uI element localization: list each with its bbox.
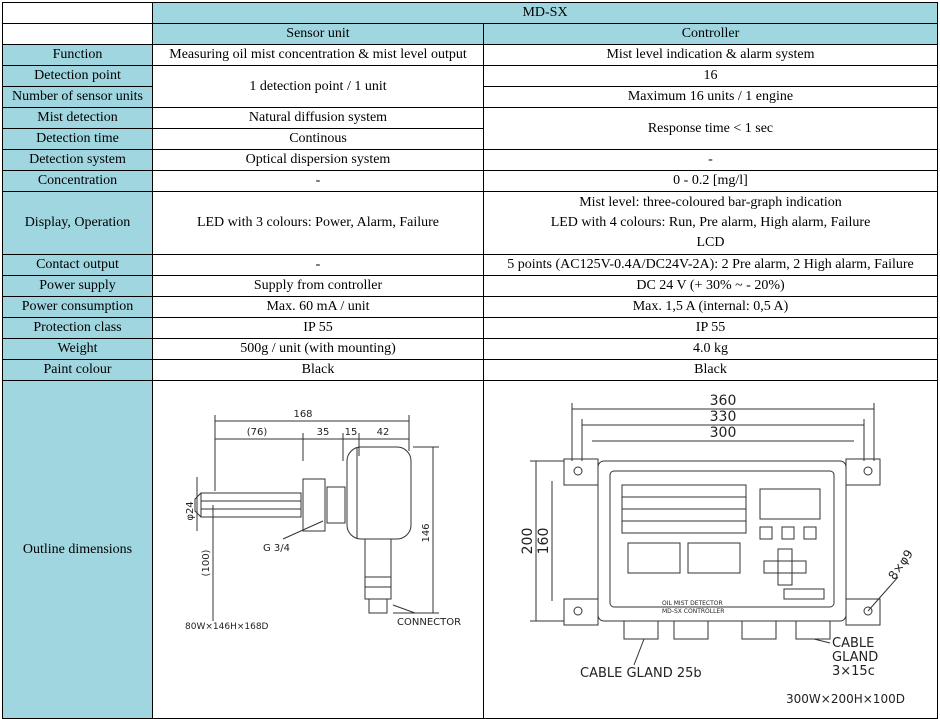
- row-label-detection-time: Detection time: [2, 128, 153, 150]
- cable-gland-right-3: 3×15c: [832, 664, 875, 679]
- row-label-contact-output: Contact output: [2, 254, 153, 276]
- column-header-sensor: Sensor unit: [152, 23, 484, 45]
- holes-label: 8×φ9: [885, 547, 916, 582]
- row-label-power-consumption: Power consumption: [2, 296, 153, 318]
- row-label-weight: Weight: [2, 338, 153, 360]
- dim-168: 168: [293, 409, 312, 420]
- cell-detection-point-controller: 16: [483, 65, 938, 87]
- cell-num-sensor-units-controller: Maximum 16 units / 1 engine: [483, 86, 938, 108]
- cell-detection-point-sensor: 1 detection point / 1 unit: [152, 65, 484, 108]
- cell-contact-output-sensor: -: [152, 254, 484, 276]
- controller-outline-drawing: 360 330 300 200 160 8×φ9 CABLE GLAND 3×1…: [520, 393, 916, 706]
- column-header-controller: Controller: [483, 23, 938, 45]
- dim-76: (76): [247, 427, 268, 438]
- row-label-paint-colour: Paint colour: [2, 359, 153, 381]
- cell-detection-system-sensor: Optical dispersion system: [152, 149, 484, 171]
- display-line-bargraph: Mist level: three-coloured bar-graph ind…: [579, 195, 842, 210]
- display-line-led: LED with 4 colours: Run, Pre alarm, High…: [550, 215, 871, 230]
- cable-gland-right-1: CABLE: [832, 636, 874, 651]
- cell-mist-detection-sensor: Natural diffusion system: [152, 107, 484, 129]
- row-label-function: Function: [2, 44, 153, 66]
- cable-gland-right-2: GLAND: [832, 650, 878, 665]
- cell-display-controller: Mist level: three-coloured bar-graph ind…: [483, 191, 938, 255]
- product-title: MD-SX: [152, 2, 938, 24]
- sensor-outline-drawing: 168 (76) 35 15 42 φ24 (100) 146 G 3/4 CO…: [185, 409, 461, 632]
- dim-160: 160: [536, 528, 552, 555]
- dim-phi24: φ24: [185, 501, 196, 520]
- cell-protection-class-controller: IP 55: [483, 317, 938, 339]
- cell-power-supply-controller: DC 24 V (+ 30% ~ - 20%): [483, 275, 938, 297]
- corner-cell: [2, 2, 153, 24]
- corner-cell-2: [2, 23, 153, 45]
- sensor-size-note: 80W×146H×168D: [185, 622, 269, 632]
- cell-power-supply-sensor: Supply from controller: [152, 275, 484, 297]
- row-label-concentration: Concentration: [2, 170, 153, 192]
- cell-paint-colour-sensor: Black: [152, 359, 484, 381]
- cell-function-controller: Mist level indication & alarm system: [483, 44, 938, 66]
- dim-300: 300: [710, 425, 737, 441]
- row-label-outline: Outline dimensions: [2, 380, 153, 719]
- row-label-detection-point: Detection point: [2, 65, 153, 87]
- row-label-power-supply: Power supply: [2, 275, 153, 297]
- controller-size-note: 300W×200H×100D: [786, 692, 905, 706]
- cell-display-sensor: LED with 3 colours: Power, Alarm, Failur…: [152, 191, 484, 255]
- row-label-protection-class: Protection class: [2, 317, 153, 339]
- dim-100: (100): [201, 549, 212, 576]
- cell-paint-colour-controller: Black: [483, 359, 938, 381]
- cell-weight-controller: 4.0 kg: [483, 338, 938, 360]
- cell-outline-controller: 360 330 300 200 160 8×φ9 CABLE GLAND 3×1…: [483, 380, 938, 719]
- row-label-num-sensor-units: Number of sensor units: [2, 86, 153, 108]
- cell-power-consumption-controller: Max. 1,5 A (internal: 0,5 A): [483, 296, 938, 318]
- cable-gland-bottom: CABLE GLAND 25b: [580, 666, 702, 681]
- cell-detection-system-controller: -: [483, 149, 938, 171]
- dim-15: 15: [345, 427, 358, 438]
- cell-function-sensor: Measuring oil mist concentration & mist …: [152, 44, 484, 66]
- dim-146: 146: [421, 523, 432, 542]
- cell-power-consumption-sensor: Max. 60 mA / unit: [152, 296, 484, 318]
- dim-35: 35: [317, 427, 330, 438]
- dim-330: 330: [710, 409, 737, 425]
- panel-line-1: OIL MIST DETECTOR: [662, 600, 723, 607]
- cell-response-time-controller: Response time < 1 sec: [483, 107, 938, 150]
- panel-line-2: MD-SX CONTROLLER: [662, 608, 724, 615]
- dim-42: 42: [377, 427, 390, 438]
- cell-contact-output-controller: 5 points (AC125V-0.4A/DC24V-2A): 2 Pre a…: [483, 254, 938, 276]
- dim-360: 360: [710, 393, 737, 409]
- connector-label: CONNECTOR: [397, 617, 461, 628]
- cell-outline-sensor: 168 (76) 35 15 42 φ24 (100) 146 G 3/4 CO…: [152, 380, 484, 719]
- dim-200: 200: [520, 528, 536, 555]
- display-line-lcd: LCD: [696, 235, 725, 250]
- cell-detection-time-sensor: Continous: [152, 128, 484, 150]
- cell-protection-class-sensor: IP 55: [152, 317, 484, 339]
- cell-concentration-controller: 0 - 0.2 [mg/l]: [483, 170, 938, 192]
- thread-label: G 3/4: [263, 543, 290, 554]
- row-label-mist-detection: Mist detection: [2, 107, 153, 129]
- row-label-display: Display, Operation: [2, 191, 153, 255]
- cell-weight-sensor: 500g / unit (with mounting): [152, 338, 484, 360]
- cell-concentration-sensor: -: [152, 170, 484, 192]
- row-label-detection-system: Detection system: [2, 149, 153, 171]
